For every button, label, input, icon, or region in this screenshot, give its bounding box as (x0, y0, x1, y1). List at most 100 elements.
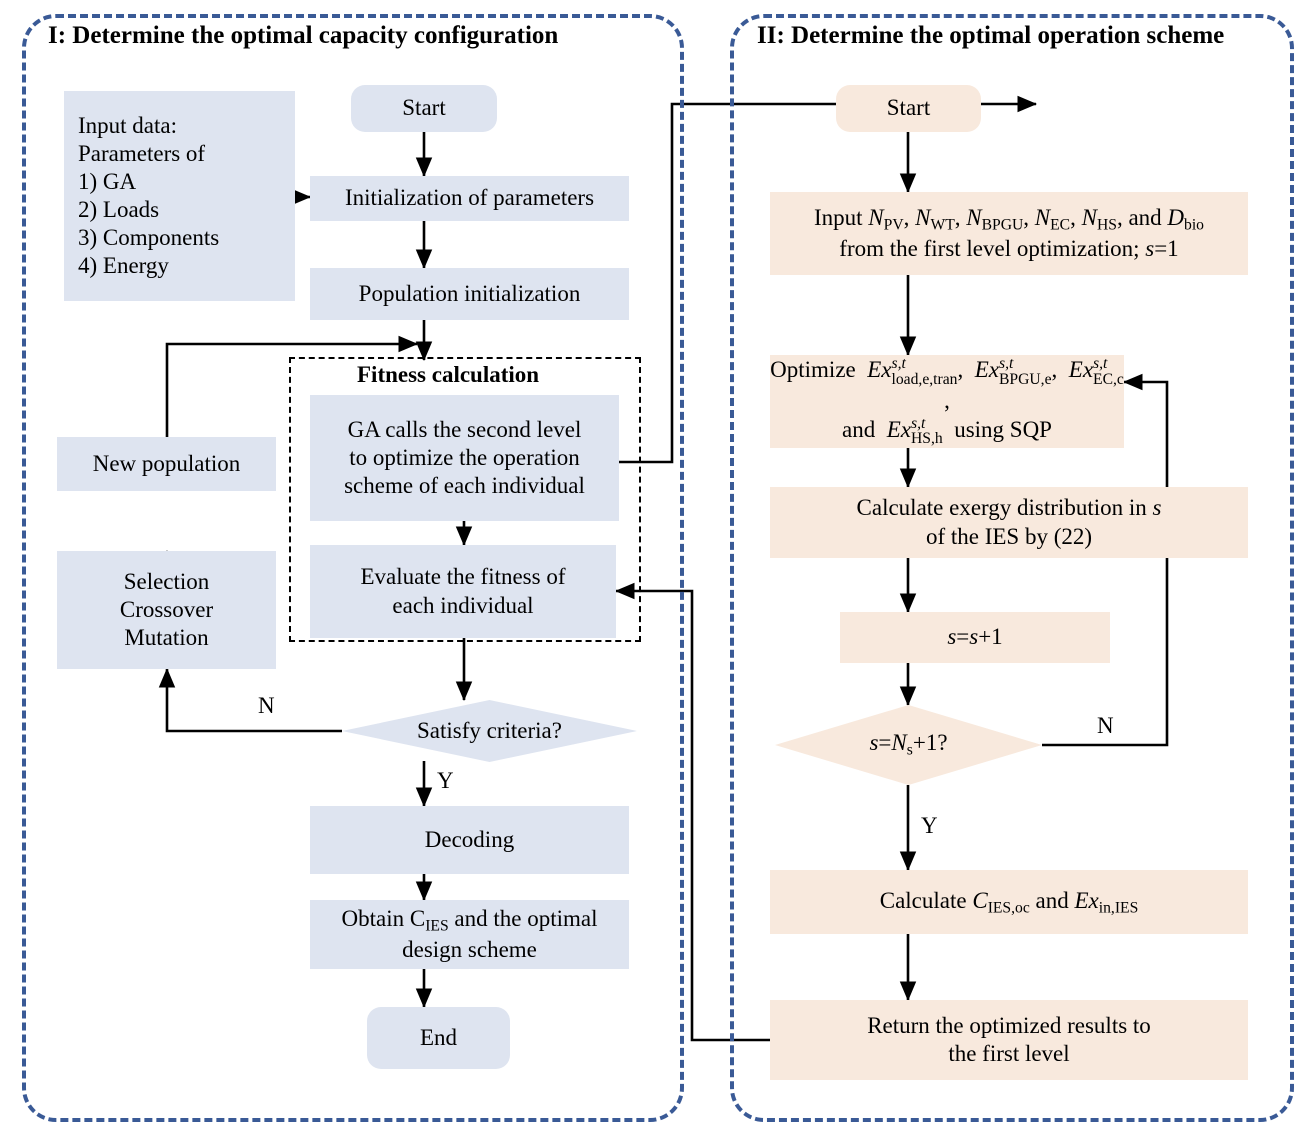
ip-s3: BPGU (981, 216, 1024, 234)
selection-line-2: Crossover (119, 596, 214, 622)
calc-exergy-line-2: of the IES by (22) (925, 523, 1093, 549)
obtain-line-2: design scheme (402, 936, 537, 962)
input-data-line-4: 2) Loads (78, 197, 160, 222)
ex0-sup: s,t (891, 355, 906, 373)
panel-one-title: I: Determine the optimal capacity config… (48, 22, 559, 49)
ex3-base: Ex (886, 416, 911, 442)
ex3-sub: HS,h (910, 430, 943, 448)
ga-calls-line-1: GA calls the second level (347, 416, 582, 442)
node-left-end[interactable]: End (367, 1007, 510, 1069)
return-line-2: the first level (948, 1041, 1070, 1066)
node-selection-crossover-mutation[interactable]: Selection Crossover Mutation (57, 551, 276, 669)
node-population-initialization[interactable]: Population initialization (310, 268, 629, 320)
ip-c1: , (903, 205, 916, 231)
input-params-line-1: Input NPV, NWT, NBPGU, NEC, NHS, and Dbi… (814, 204, 1204, 234)
ip-s5: HS (1096, 216, 1117, 234)
node-calculate-exergy-distribution[interactable]: Calculate exergy distribution in s of th… (770, 487, 1248, 558)
obtain-text-a: Obtain C (341, 906, 426, 932)
ip-n1: N (868, 205, 884, 231)
selection-line-1: Selection (123, 568, 210, 594)
decision-s-equals-ns-plus-one[interactable]: s=Ns+1? (775, 705, 1042, 785)
calc-cost-label: Calculate CIES,oc and Exin,IES (879, 887, 1139, 917)
node-right-start[interactable]: Start (836, 85, 981, 132)
diamond-shape (342, 700, 637, 762)
input-data-line-5: 3) Components (78, 225, 220, 251)
ip-c5: , and (1116, 205, 1168, 231)
panel-one-frame (22, 14, 684, 1122)
edge-label-left-yes: Y (437, 768, 454, 793)
optimize-and-word: and (842, 416, 876, 442)
input-data-line-3: 1) GA (78, 168, 137, 194)
diamond-shape-right (775, 705, 1042, 785)
ip-c3: , (1023, 205, 1035, 231)
node-new-population[interactable]: New population (57, 437, 276, 491)
ip-n4: N (1034, 205, 1051, 231)
ip-n5: N (1081, 205, 1097, 231)
optimize-tail-word: using SQP (954, 416, 1052, 442)
ex0-base: Ex (867, 357, 892, 383)
node-initialization-of-parameters[interactable]: Initialization of parameters (310, 176, 629, 221)
ip-s4: EC (1050, 216, 1071, 234)
return-line-1: Return the optimized results to (867, 1012, 1151, 1038)
s-increment-label: s=s+1 (947, 624, 1003, 650)
selection-line-3: Mutation (124, 625, 209, 651)
obtain-line-1: Obtain CIES and the optimal (342, 905, 598, 935)
input-params-line-2: from the first level optimization; s=1 (839, 235, 1179, 261)
input-data-line-2: Parameters of (78, 140, 206, 166)
decision-satisfy-criteria-label: Satisfy criteria? (417, 718, 562, 743)
edge-label-right-no: N (1097, 713, 1114, 738)
optimize-word: Optimize (770, 357, 856, 383)
group-fitness-calculation (289, 357, 641, 642)
obtain-subscript: IES (425, 917, 449, 935)
ip-n3: N (966, 205, 982, 231)
node-evaluate-fitness[interactable]: Evaluate the fitness of each individual (310, 545, 616, 638)
panel-two-frame (730, 14, 1294, 1122)
input-data-line-6: 4) Energy (78, 253, 169, 279)
decision-satisfy-criteria[interactable]: Satisfy criteria? (342, 700, 637, 762)
ex0-sub: load,e,tran (891, 370, 958, 388)
ex2-sub: EC,c (1093, 370, 1124, 388)
ip-s6: bio (1184, 216, 1204, 234)
ex1-sub: BPGU,e (998, 370, 1052, 388)
node-left-start[interactable]: Start (351, 85, 497, 132)
ip-n2: N (915, 205, 931, 231)
node-s-increment[interactable]: s=s+1 (840, 612, 1110, 663)
node-return-results[interactable]: Return the optimized results to the firs… (770, 1000, 1248, 1080)
node-decoding[interactable]: Decoding (310, 806, 629, 874)
calc-exergy-line-1: Calculate exergy distribution in s (856, 495, 1162, 521)
ex2-base: Ex (1068, 357, 1094, 383)
node-input-data[interactable]: Input data: Parameters of 1) GA 2) Loads… (64, 91, 295, 301)
input-data-line-1: Input data: (78, 112, 177, 138)
panel-two-title: II: Determine the optimal operation sche… (757, 22, 1225, 49)
ip-s1: PV (883, 216, 904, 234)
ex1-sup: s,t (998, 355, 1014, 373)
ex2-sup: s,t (1093, 355, 1108, 373)
node-input-parameters[interactable]: Input NPV, NWT, NBPGU, NEC, NHS, and Dbi… (770, 192, 1248, 275)
node-ga-calls-second-level[interactable]: GA calls the second level to optimize th… (310, 395, 619, 521)
ip-t0: Input (813, 205, 869, 231)
ga-calls-line-3: scheme of each individual (344, 473, 585, 499)
ip-c2: , (954, 205, 967, 231)
ex3-sup: s,t (910, 414, 926, 432)
edge-label-left-no: N (258, 693, 275, 718)
evaluate-line-1: Evaluate the fitness of (360, 564, 566, 590)
ip-c4: , (1070, 205, 1082, 231)
ga-calls-line-2: to optimize the operation (349, 444, 580, 470)
group-fitness-calculation-label: Fitness calculation (357, 362, 540, 387)
decision-s-label: s=Ns+1? (869, 730, 948, 759)
ip-d1: D (1167, 205, 1185, 231)
edge-label-right-yes: Y (921, 813, 938, 838)
ex1-base: Ex (974, 357, 999, 383)
node-calculate-cost-exergy[interactable]: Calculate CIES,oc and Exin,IES (770, 870, 1248, 934)
evaluate-line-2: each individual (392, 592, 534, 618)
obtain-text-b: and the optimal (448, 906, 598, 932)
node-obtain-cies[interactable]: Obtain CIES and the optimal design schem… (310, 900, 629, 969)
